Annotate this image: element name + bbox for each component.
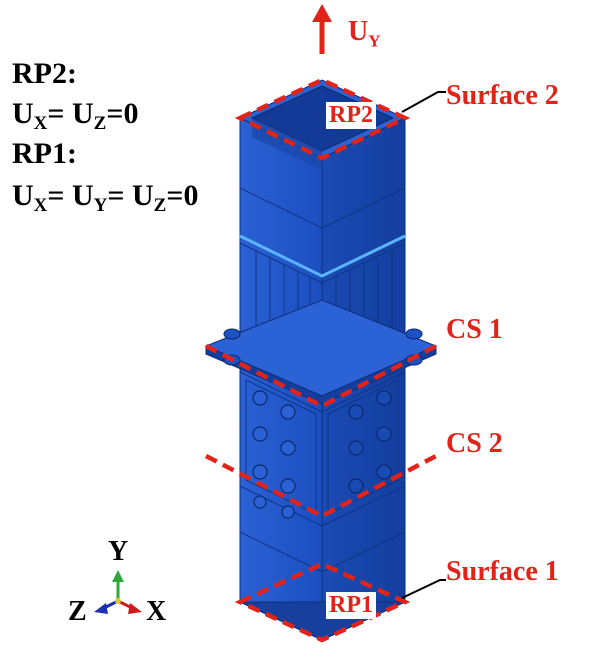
side-bolts: [348, 390, 392, 494]
cs2-label: CS 2: [446, 428, 503, 459]
column-bottom-base: [239, 601, 406, 641]
splice-plate-edge: [205, 345, 437, 405]
rp1-heading: RP1:: [12, 137, 77, 170]
cs2-section-line: [204, 454, 438, 519]
surface1-outline: [234, 561, 411, 643]
front-bolts: [252, 390, 296, 519]
column-body: [204, 79, 438, 641]
surface2-outline: [234, 77, 411, 161]
surface2-label: Surface 2: [446, 80, 559, 111]
cs1-label: CS 1: [446, 314, 503, 345]
seam-line: [239, 187, 406, 229]
rp1-label: RP1: [326, 592, 376, 619]
load-arrow: [312, 4, 332, 54]
axis-y-label: Y: [108, 536, 129, 567]
axis-z-label: Z: [68, 596, 87, 627]
seam-line: [239, 371, 406, 413]
load-label: UY: [348, 16, 381, 51]
seam-line: [239, 531, 406, 573]
seam-line: [239, 485, 406, 527]
rp1-constraint: UX= UY= UZ=0: [12, 179, 199, 216]
seam-line: [239, 234, 406, 278]
cs1-section-line: [204, 344, 438, 409]
axis-triad: [94, 570, 142, 614]
annotation-dashes: [204, 77, 438, 643]
cover-plate-side: [327, 379, 399, 515]
rp2-heading: RP2:: [12, 57, 77, 90]
surface1-label: Surface 1: [446, 556, 559, 587]
rp2-label: RP2: [326, 102, 376, 129]
rp2-constraint: UX= UZ=0: [12, 97, 139, 134]
seam-line: [239, 242, 406, 284]
leader-lines: [401, 91, 446, 599]
axis-x-label: X: [146, 596, 167, 627]
